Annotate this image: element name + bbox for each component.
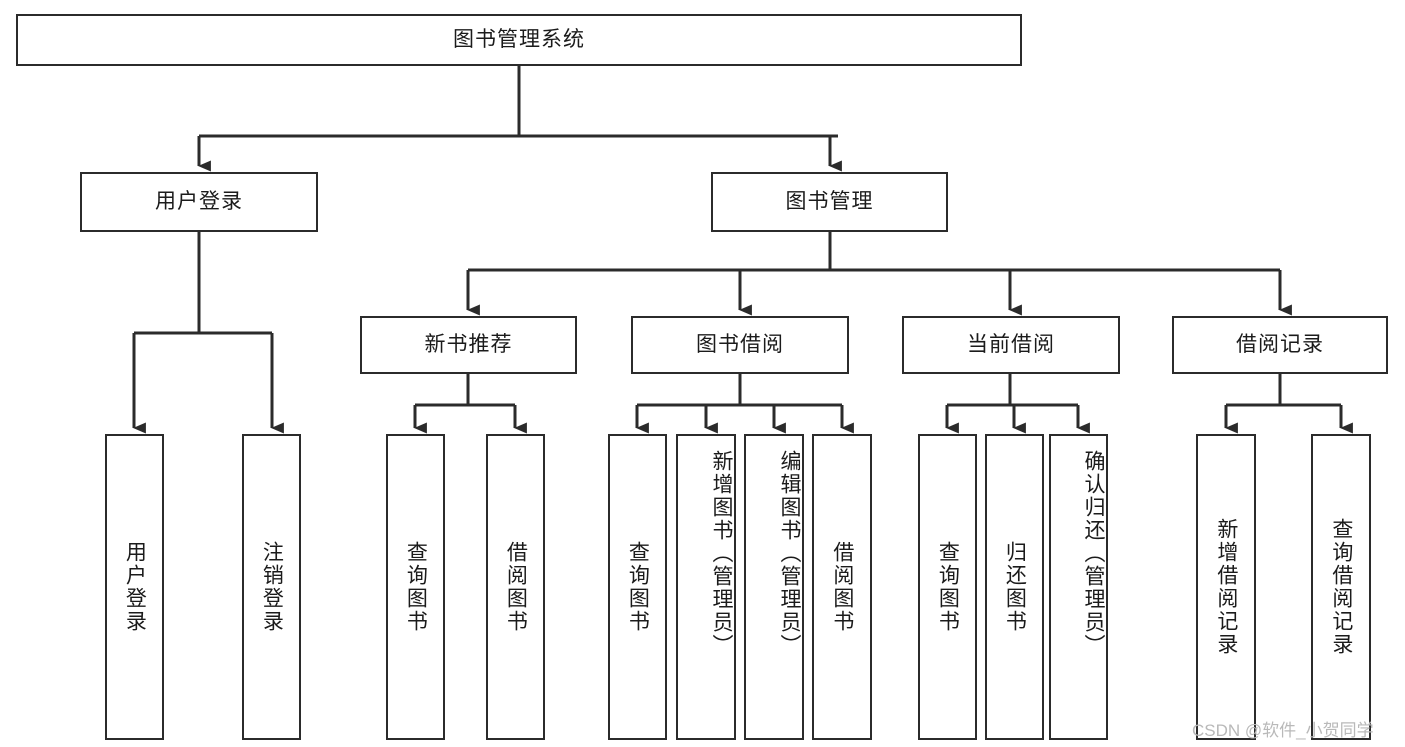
- node-current-borrow[interactable]: 当前借阅: [902, 316, 1120, 374]
- node-new-book-recommend[interactable]: 新书推荐: [360, 316, 577, 374]
- leaf-query-book-current[interactable]: 查询图书: [918, 434, 977, 740]
- leaf-query-borrow-record[interactable]: 查询借阅记录: [1311, 434, 1371, 740]
- leaf-user-login[interactable]: 用户登录: [105, 434, 164, 740]
- edges-user-login-to-leaves: [132, 232, 284, 434]
- csdn-watermark: CSDN @软件_小贺同学: [1192, 721, 1374, 740]
- edges-book-borrow-to-leaves: [635, 374, 854, 434]
- leaf-borrow-book-recommend[interactable]: 借阅图书: [486, 434, 545, 740]
- edges-book-manage-to-level3: [466, 232, 1292, 316]
- leaf-logout[interactable]: 注销登录: [242, 434, 301, 740]
- leaf-query-book-borrow[interactable]: 查询图书: [608, 434, 667, 740]
- leaf-return-book[interactable]: 归还图书: [985, 434, 1044, 740]
- edges-new-book-recommend-to-leaves: [413, 374, 527, 434]
- leaf-add-borrow-record[interactable]: 新增借阅记录: [1196, 434, 1256, 740]
- leaf-query-book-recommend[interactable]: 查询图书: [386, 434, 445, 740]
- node-book-manage[interactable]: 图书管理: [711, 172, 948, 232]
- node-borrow-record[interactable]: 借阅记录: [1172, 316, 1388, 374]
- edges-current-borrow-to-leaves: [945, 374, 1090, 434]
- leaf-borrow-book[interactable]: 借阅图书: [812, 434, 872, 740]
- edges-root-to-level2: [197, 66, 842, 172]
- edges-borrow-record-to-leaves: [1224, 374, 1353, 434]
- node-book-borrow[interactable]: 图书借阅: [631, 316, 849, 374]
- node-user-login[interactable]: 用户登录: [80, 172, 318, 232]
- leaf-add-book-admin[interactable]: 新增图书（管理员）: [676, 434, 736, 740]
- node-root[interactable]: 图书管理系统: [16, 14, 1022, 66]
- leaf-confirm-return-admin[interactable]: 确认归还（管理员）: [1049, 434, 1108, 740]
- leaf-edit-book-admin[interactable]: 编辑图书（管理员）: [744, 434, 804, 740]
